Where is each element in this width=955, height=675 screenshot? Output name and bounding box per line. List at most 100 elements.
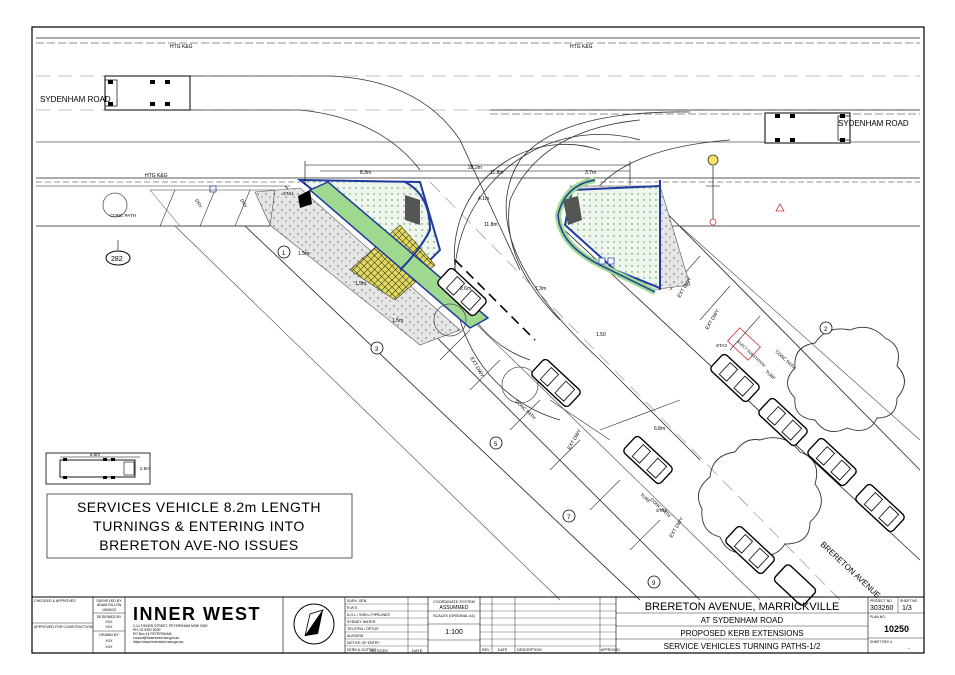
designed-by-value: XXX — [105, 620, 113, 624]
sheet-no-label: SHEET NO — [900, 599, 918, 603]
street-light — [706, 154, 720, 226]
label-htg-kg-2: HTG K&G — [570, 44, 593, 50]
dim-d1: 28.2m — [468, 165, 482, 171]
dim-d11: 6.8m — [654, 426, 665, 432]
title-sub-2: PROPOSED KERB EXTENSIONS — [680, 629, 803, 638]
service-8: KERB & GUTTER — [347, 648, 376, 652]
label-statn: STA1 — [283, 191, 294, 196]
elec-substation-box — [727, 327, 761, 361]
dim-d4: 3.7m — [585, 170, 596, 176]
label-drwy-2: DRY — [239, 198, 248, 209]
label-sydenham-left: SYDENHAM ROAD — [40, 95, 111, 104]
approved-label: APPROVED — [601, 648, 620, 652]
vehicle-sydenham-right — [764, 112, 851, 144]
survey-mark — [775, 203, 785, 212]
footpath-strip — [149, 189, 276, 227]
dimension-lines — [304, 161, 631, 185]
label-drwy-1: DRY — [194, 198, 203, 209]
service-3: A.G.L / SHELL PIPELINES — [347, 613, 390, 617]
vehicle-legend: 8.8m 2.5m — [45, 452, 151, 485]
kerb-extension-left — [209, 178, 490, 346]
note-line-3: BRERETON AVE-NO ISSUES — [99, 537, 299, 553]
service-5: TELSTRA / OPTUS — [347, 627, 379, 631]
legend-length: 8.8m — [90, 452, 100, 457]
callout-9: 9 — [652, 581, 656, 587]
label-htg-kg-1: HTG K&G — [170, 44, 193, 50]
drawn-by-value: XXX — [105, 639, 113, 643]
label-turf-1: TURF — [764, 369, 776, 381]
dim-d6: 11.8m — [484, 222, 498, 228]
sheet-no: 1/3 — [902, 605, 912, 612]
callout-2: 2 — [824, 327, 828, 333]
service-4: SYDNEY WATER — [347, 620, 376, 624]
address-line-3: PO Box 14 PETERSHAM — [133, 632, 172, 636]
callout-5: 5 — [494, 442, 498, 448]
label-htg-kg-3: HTG K&G — [145, 173, 168, 179]
callout-282: 282 — [111, 256, 123, 263]
surveyed-by-date: 18/05/23 — [102, 608, 116, 612]
title-sub-1: AT SYDENHAM ROAD — [701, 616, 784, 625]
dim-d12: 2.6m — [460, 286, 471, 292]
dim-d9: 1.50 — [596, 332, 606, 338]
label-sta3: STA3 — [716, 343, 727, 348]
dim-d5: 4.1m — [478, 196, 489, 202]
approved-construction-label: APPROVED FOR CONSTRUCTION — [34, 625, 93, 629]
north-arrow-icon — [293, 603, 335, 645]
title-main: BRERETON AVENUE, MARRICKVILLE — [645, 601, 840, 613]
date-label: DATE — [412, 648, 423, 653]
label-conc-path-4: CONC PATH — [774, 349, 796, 370]
note-line-1: SERVICES VEHICLE 8.2m LENGTH — [77, 499, 321, 515]
inner-west-logo: INNER WEST — [133, 604, 261, 624]
dim-d10: 1.5m — [392, 318, 403, 324]
scales-value: 1:100 — [445, 629, 463, 636]
parked-cars — [437, 267, 905, 606]
designed-by-value-2: XXX — [105, 625, 113, 629]
turn-arc-inner — [453, 143, 601, 361]
lane-marking — [454, 259, 536, 341]
vehicle-sydenham-left — [104, 75, 191, 111]
kerb-extension-right — [554, 177, 691, 295]
dim-d13: 7.3m — [535, 286, 546, 292]
label-ext-dwy-1: EXT DWY — [468, 356, 485, 379]
dim-d2: 11.8m — [490, 170, 504, 176]
note-box: SERVICES VEHICLE 8.2m LENGTH TURNINGS & … — [46, 493, 353, 559]
turn-arc-outer — [453, 133, 641, 421]
title-block: CHECKED & APPROVED APPROVED FOR CONSTRUC… — [32, 596, 924, 653]
label-brereton: BRERETON AVENUE — [819, 540, 882, 600]
callout-3: 3 — [375, 347, 379, 353]
callout-1: 1 — [282, 251, 286, 257]
sheet-rev: - — [908, 646, 910, 652]
rev-label: REV — [482, 648, 490, 652]
address-line-4: council@innerwest.nsw.gov.au — [133, 636, 179, 640]
project-no: 303260 — [870, 605, 893, 612]
service-6: AUSGRID — [347, 634, 364, 638]
drawn-by-label: DRAWN BY — [99, 633, 119, 637]
sheet-rev-label: SHEET REV # — [870, 640, 892, 644]
checked-approved-label: CHECKED & APPROVED — [34, 599, 76, 603]
project-no-label: PROJECT NO — [870, 599, 892, 603]
dim-d8: 1.5m — [355, 281, 366, 287]
scales-label: SCALES (ORIGINAL A1) — [433, 614, 476, 618]
designed-by-label: DESIGNED BY — [97, 615, 122, 619]
date-col-label: DATE — [498, 648, 508, 652]
service-7: NOTICE OF ENTRY — [347, 641, 380, 645]
address-line-2: PH: 02 9392 5000 — [133, 628, 160, 632]
callout-markers: 282 1 2 3 5 7 9 — [105, 240, 833, 589]
label-elec: ELECT SUBSTATION — [736, 340, 766, 368]
surveyed-by-label: SURVEYED BY — [96, 599, 122, 603]
plan-no-label: PLAN NO — [870, 615, 885, 619]
dim-d3: 8.3m — [360, 170, 371, 176]
label-conc-path-1: CONC PATH — [110, 213, 136, 218]
label-ext-dwy-2: EXT DWY — [567, 428, 584, 451]
coordinate-system-value: ASSUMMED — [440, 605, 469, 611]
title-sub-3: SERVICE VEHICLES TURNING PATHS-1/2 — [664, 642, 821, 651]
sheet-border — [31, 26, 925, 654]
service-2: R.W.S — [347, 606, 358, 610]
dim-d7: 1.5m — [298, 251, 309, 257]
plan-no: 10250 — [884, 624, 909, 634]
label-sta4: STA4 — [656, 508, 667, 513]
address-line-5: https://www.innerwest.nsw.gov.au — [133, 640, 184, 644]
drawn-by-value-2: XXX — [105, 645, 113, 649]
label-turf-2: TURF — [639, 492, 651, 504]
